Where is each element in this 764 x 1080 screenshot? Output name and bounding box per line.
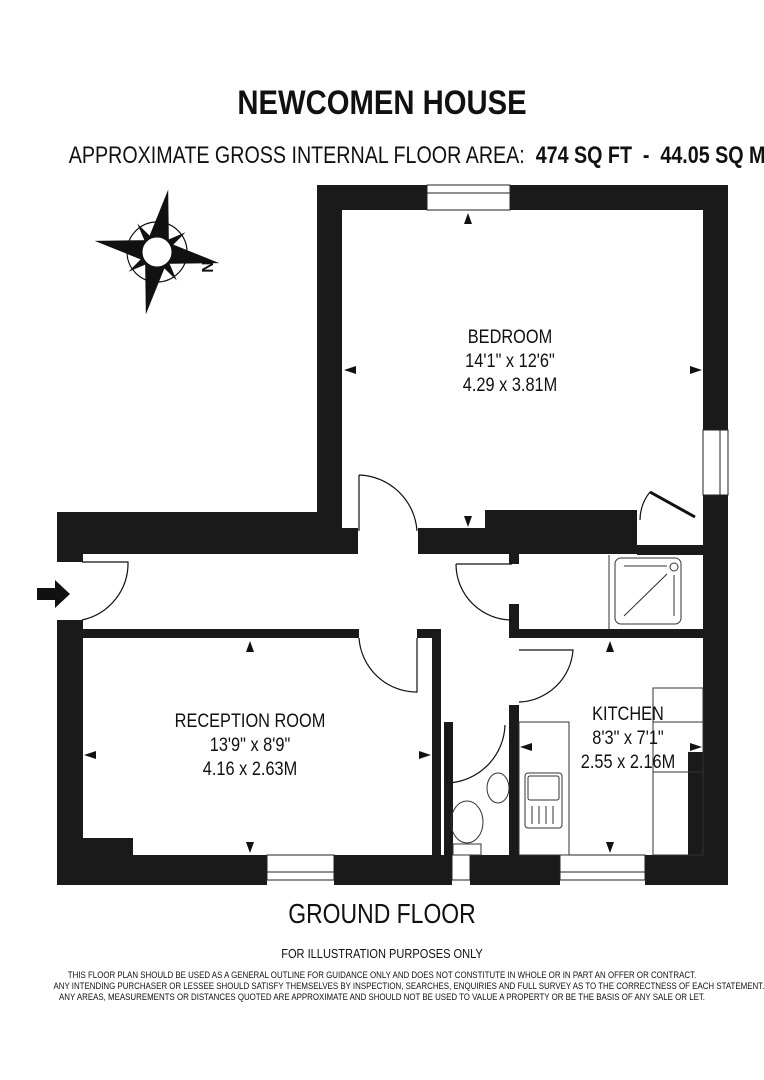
fixtures: [450, 555, 704, 856]
entrance-arrow-icon: [37, 580, 70, 608]
floor-area-summary: APPROXIMATE GROSS INTERNAL FLOOR AREA: 4…: [68, 142, 764, 170]
doors: [81, 474, 696, 784]
room-label-kitchen: KITCHEN 8'3" x 7'1" 2.55 x 2.16M: [559, 703, 697, 775]
kitchen-worktop: [518, 721, 570, 856]
windows: [266, 184, 729, 881]
room-imperial: 13'9" x 8'9": [209, 735, 291, 756]
north-label: N: [199, 261, 217, 273]
area-sqft: 474 SQ FT: [535, 142, 632, 169]
basin-icon: [486, 772, 510, 804]
toilet-icon: [450, 800, 484, 844]
area-sqm: 44.05 SQ M: [660, 142, 764, 169]
room-label-reception: RECEPTION ROOM 13'9" x 8'9" 4.16 x 2.63M: [155, 710, 344, 782]
disclaimer-line: ANY AREAS, MEASUREMENTS OR DISTANCES QUO…: [58, 992, 706, 1002]
room-imperial: 14'1" x 12'6": [465, 351, 555, 372]
disclaimer-line: THIS FLOOR PLAN SHOULD BE USED AS A GENE…: [67, 970, 697, 980]
compass-rose-icon: [94, 189, 220, 315]
area-separator: -: [642, 142, 650, 169]
illustration-note: FOR ILLUSTRATION PURPOSES ONLY: [281, 946, 483, 961]
room-metric: 4.29 x 3.81M: [462, 375, 558, 396]
disclaimer-line: ANY INTENDING PURCHASER OR LESSEE SHOULD…: [53, 981, 764, 991]
room-metric: 4.16 x 2.63M: [202, 759, 298, 780]
room-name: KITCHEN: [592, 704, 664, 725]
area-label: APPROXIMATE GROSS INTERNAL FLOOR AREA:: [68, 142, 525, 169]
disclaimer: THIS FLOOR PLAN SHOULD BE USED AS A GENE…: [53, 970, 764, 1003]
room-label-bedroom: BEDROOM 14'1" x 12'6" 4.29 x 3.81M: [433, 326, 588, 398]
room-metric: 2.55 x 2.16M: [580, 752, 676, 773]
dimension-markers: [84, 213, 702, 853]
shower-tray-icon: [614, 557, 682, 625]
room-imperial: 8'3" x 7'1": [592, 728, 664, 749]
property-title: NEWCOMEN HOUSE: [237, 84, 527, 122]
room-name: BEDROOM: [467, 327, 553, 348]
room-name: RECEPTION ROOM: [174, 711, 326, 732]
sink-icon: [524, 772, 563, 829]
walls: [57, 185, 728, 885]
floor-label: GROUND FLOOR: [288, 898, 476, 929]
